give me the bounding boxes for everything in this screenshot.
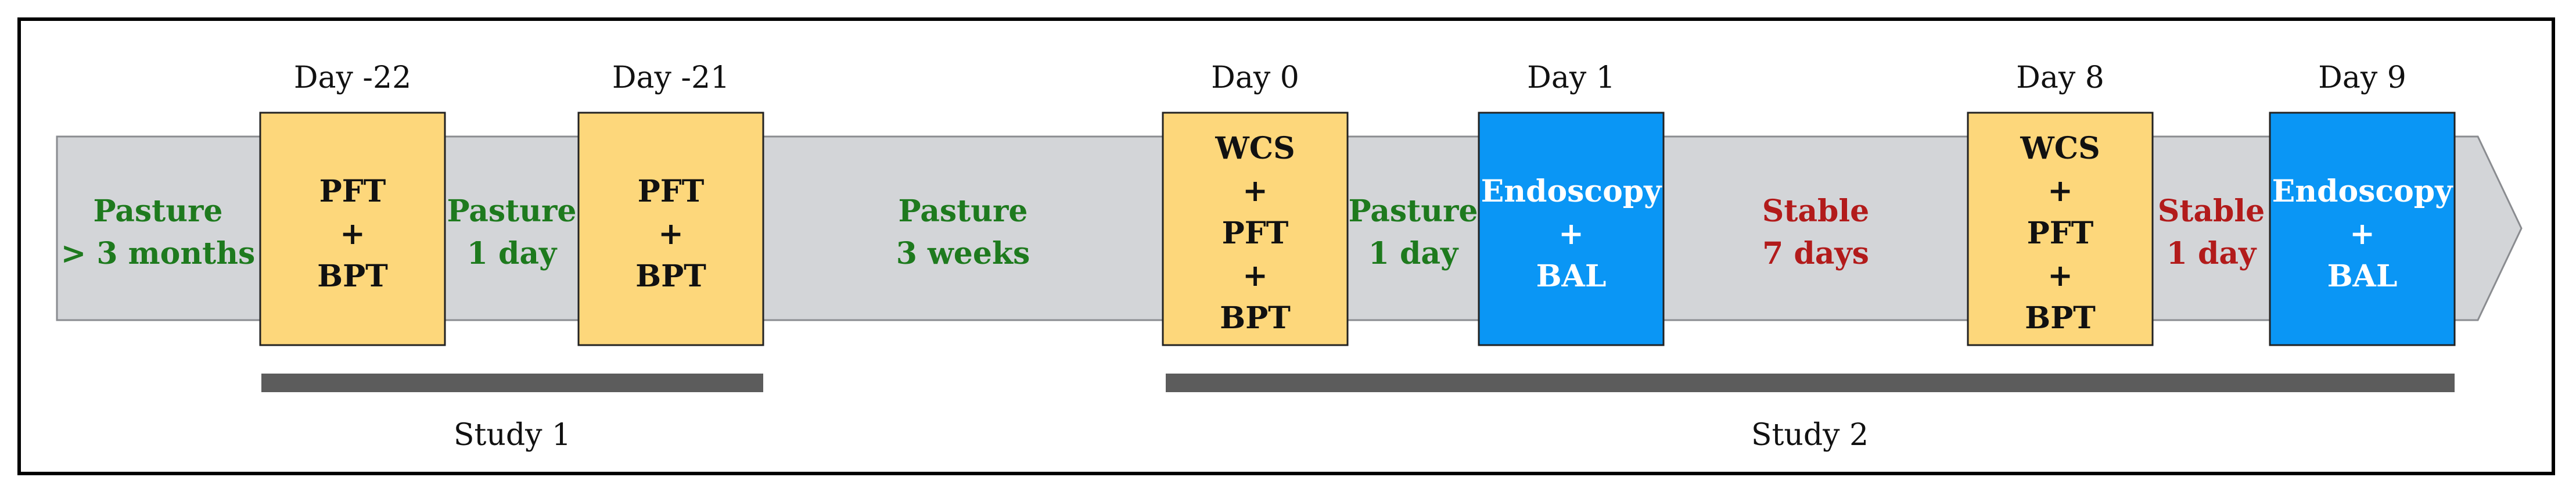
box-rect-6 [2269, 112, 2456, 346]
figure-frame: Day -22 Day -21 Day 0 Day 1 Day 8 Day 9 … [17, 17, 2555, 475]
box-day-9: Endoscopy + BAL [2269, 112, 2456, 346]
gap-label-pasture-4-line1: Pasture [1349, 193, 1478, 229]
box-day-8: WCS + PFT + BPT [1967, 112, 2154, 346]
gap-label-pasture-3-line2: 3 weeks [896, 236, 1030, 271]
box-text: PFT [1222, 216, 1289, 251]
study-2-label: Study 2 [1751, 418, 1869, 453]
box-text: + [1558, 216, 1584, 252]
gap-label-stable-2-line2: 1 day [2167, 236, 2257, 271]
box-text: BAL [1536, 259, 1607, 294]
day-label-2: Day -21 [612, 60, 730, 95]
day-label-3: Day 0 [1211, 60, 1299, 95]
box-text: + [658, 216, 684, 252]
gap-label-pasture-4-line2: 1 day [1368, 236, 1459, 271]
gap-label-stable-1-line2: 7 days [1762, 236, 1869, 271]
box-text: WCS [2020, 131, 2100, 166]
box-text: BPT [317, 259, 388, 294]
study-timeline-diagram: Day -22 Day -21 Day 0 Day 1 Day 8 Day 9 … [56, 60, 2523, 453]
box-text: BPT [1220, 300, 1291, 336]
box-text: + [1242, 173, 1268, 209]
day-label-1: Day -22 [294, 60, 411, 95]
box-day-1: Endoscopy + BAL [1478, 112, 1665, 346]
gap-label-pasture-1-line1: Pasture [94, 193, 223, 229]
box-rect-5 [1967, 112, 2154, 346]
day-label-5: Day 8 [2016, 60, 2104, 95]
day-label-4: Day 1 [1527, 60, 1615, 95]
box-text: PFT [319, 174, 386, 209]
box-day-minus-22: PFT + BPT [259, 112, 446, 346]
box-rect-3 [1162, 112, 1349, 346]
study-1-bar [261, 374, 763, 392]
box-text: + [2349, 216, 2375, 252]
box-text: BPT [635, 259, 706, 294]
box-day-minus-21: PFT + BPT [577, 112, 764, 346]
gap-label-pasture-1-line2: > 3 months [61, 236, 256, 271]
box-text: + [340, 216, 365, 252]
box-text: + [2047, 173, 2073, 209]
day-label-6: Day 9 [2318, 60, 2406, 95]
gap-label-pasture-3-line1: Pasture [899, 193, 1028, 229]
box-text: + [1242, 258, 1268, 293]
box-rect-2 [577, 112, 764, 346]
box-text: PFT [638, 174, 705, 209]
gap-label-pasture-2-line2: 1 day [467, 236, 558, 271]
box-rect-1 [259, 112, 446, 346]
box-text: WCS [1215, 131, 1295, 166]
box-text: + [2047, 258, 2073, 293]
box-text: PFT [2027, 216, 2094, 251]
study-2-bar [1166, 374, 2455, 392]
box-text: Endoscopy [1481, 174, 1662, 209]
gap-label-stable-1-line1: Stable [1762, 193, 1869, 229]
study-1-label: Study 1 [454, 418, 571, 453]
box-rect-4 [1478, 112, 1665, 346]
box-day-0: WCS + PFT + BPT [1162, 112, 1349, 346]
box-text: BPT [2025, 300, 2096, 336]
gap-label-stable-2-line1: Stable [2158, 193, 2265, 229]
gap-label-pasture-2-line1: Pasture [447, 193, 577, 229]
box-text: BAL [2327, 259, 2398, 294]
box-text: Endoscopy [2272, 174, 2453, 209]
